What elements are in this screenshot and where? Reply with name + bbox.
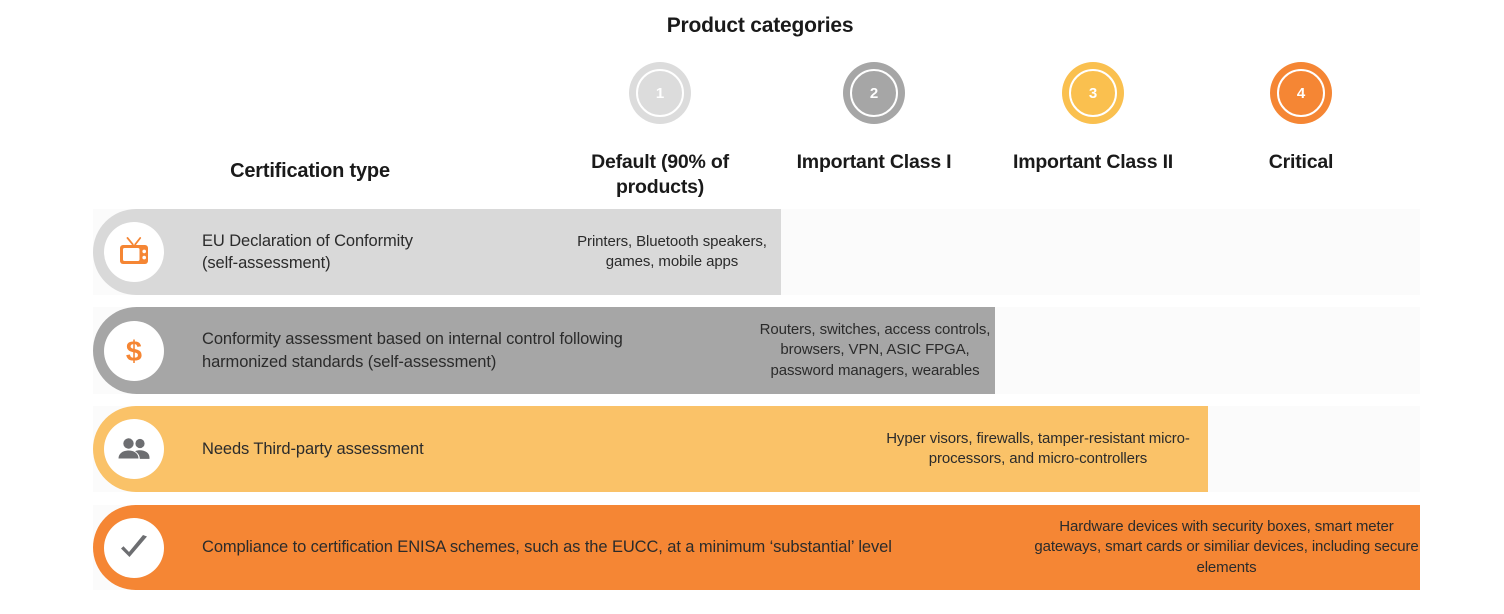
badge-inner-ring (850, 69, 898, 117)
category-column-4: 4 Critical (1194, 62, 1408, 175)
row-example-text: Printers, Bluetooth speakers, games, mob… (577, 232, 767, 270)
category-label-2: Important Class I (796, 151, 952, 173)
row-bar: Compliance to certification ENISA scheme… (93, 505, 1420, 590)
row-label: EU Declaration of Conformity (self-asses… (202, 230, 413, 275)
badge-inner-ring (636, 69, 684, 117)
category-number: 3 (1088, 84, 1098, 102)
dollar-icon: $ (104, 320, 164, 381)
category-column-3: 3 Important Class II (986, 62, 1200, 175)
row-label-line-1: Compliance to certification ENISA scheme… (202, 538, 892, 557)
product-categories-title: Product categories (666, 14, 854, 37)
category-number: 4 (1296, 84, 1306, 102)
category-column-2: 2 Important Class I (767, 62, 981, 175)
badge-inner-ring (1069, 69, 1117, 117)
row-example-text: Hardware devices with security boxes, sm… (1034, 518, 1419, 576)
category-badge-1: 1 (629, 62, 691, 124)
row-label-line-1: EU Declaration of Conformity (202, 231, 413, 250)
row-label: Compliance to certification ENISA scheme… (202, 536, 892, 558)
svg-text:$: $ (126, 336, 142, 368)
category-badge-3: 3 (1062, 62, 1124, 124)
category-label-4: Critical (1268, 151, 1334, 173)
tv-icon (104, 222, 164, 282)
category-badge-4: 4 (1270, 62, 1332, 124)
category-number: 2 (869, 84, 879, 102)
check-icon (104, 517, 164, 578)
people-icon (104, 419, 164, 479)
row-example-text: Routers, switches, access controls, brow… (759, 321, 991, 379)
row-example-text: Hyper visors, firewalls, tamper-resistan… (886, 429, 1190, 467)
row-label-line-2: harmonized standards (self-assessment) (202, 352, 497, 371)
row-label: Needs Third-party assessment (202, 438, 424, 460)
row-label: Conformity assessment based on internal … (202, 328, 623, 373)
row-bar: $ Conformity assessment based on interna… (93, 307, 995, 394)
category-label-3: Important Class II (1012, 151, 1174, 173)
row-label-line-2: (self-assessment) (202, 254, 331, 272)
row-label-line-1: Conformity assessment based on internal … (202, 330, 623, 349)
category-badge-2: 2 (843, 62, 905, 124)
category-number: 1 (655, 84, 665, 102)
category-label-1: Default (90% of products) (591, 151, 729, 198)
row-bar: EU Declaration of Conformity (self-asses… (93, 209, 781, 295)
badge-inner-ring (1277, 69, 1325, 117)
certification-type-title: Certification type (230, 160, 390, 182)
category-column-1: 1 Default (90% of products) (553, 62, 767, 200)
row-bar: Needs Third-party assessment (93, 406, 1208, 492)
row-label-line-1: Needs Third-party assessment (202, 439, 424, 458)
